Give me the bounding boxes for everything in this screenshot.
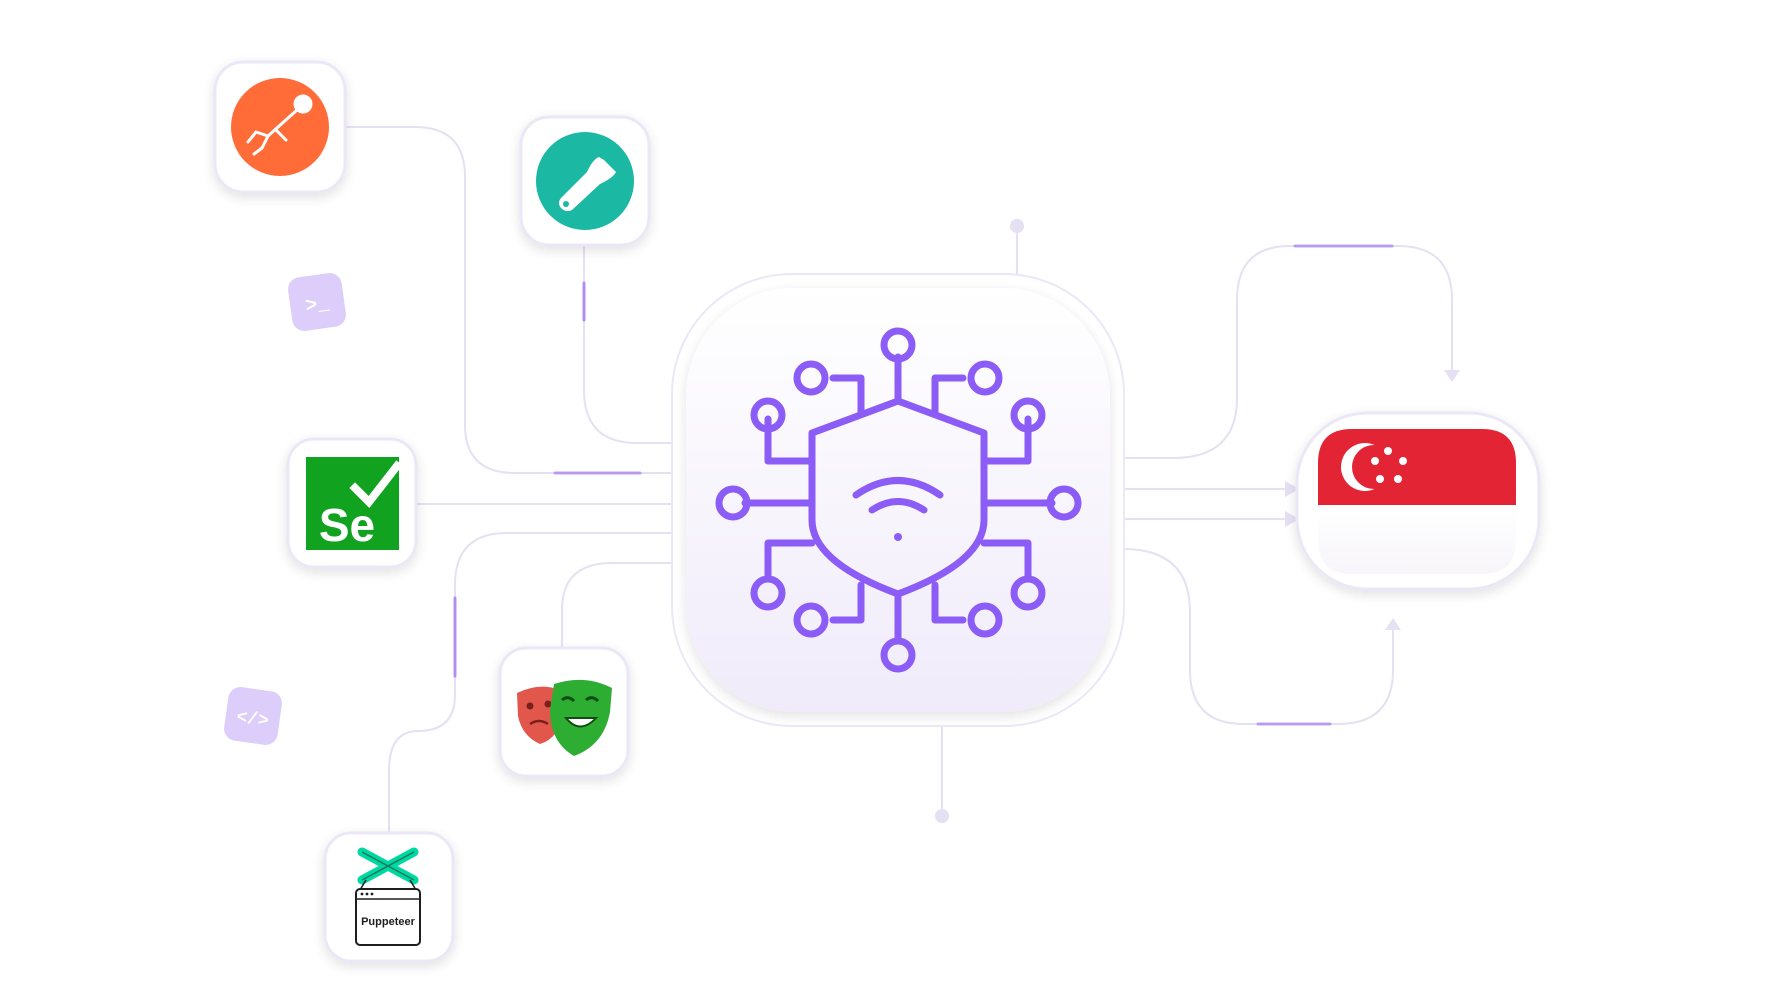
- arrowhead-flag-mid-2: [1285, 511, 1299, 527]
- selenium-icon: Se: [306, 457, 403, 551]
- brush-icon: [536, 132, 634, 230]
- connector-paw: [583, 246, 676, 444]
- arrowheads: [1285, 370, 1460, 630]
- singapore-flag-icon: [1318, 429, 1516, 574]
- puppeteer-label: Puppeteer: [361, 916, 416, 928]
- endpoint-dot-top: [1010, 219, 1024, 233]
- shield-wifi-circuit-icon: [715, 327, 1082, 673]
- terminal-icon: >_: [304, 292, 332, 318]
- arrowhead-flag-top: [1444, 370, 1460, 382]
- connector-flag-bottom: [1122, 548, 1394, 725]
- terminal-badge: >_: [288, 273, 346, 331]
- selenium-card: Se: [286, 437, 418, 569]
- hub-card: [671, 273, 1125, 727]
- postman-icon: [231, 78, 329, 176]
- arrowhead-flag-bottom: [1385, 618, 1401, 630]
- code-icon: </>: [235, 708, 270, 732]
- paw-card: [519, 115, 651, 247]
- masks-icon: [517, 679, 612, 756]
- connector-postman: [344, 126, 676, 474]
- endpoint-dot-bottom: [935, 809, 949, 823]
- selenium-label: Se: [319, 499, 375, 551]
- puppeteer-card: Puppeteer: [323, 831, 455, 963]
- postman-card: [213, 60, 347, 194]
- singapore-card: [1295, 411, 1541, 591]
- arrowhead-flag-mid-1: [1285, 481, 1299, 497]
- connector-lines: [344, 126, 1453, 834]
- connector-flag-top: [1122, 245, 1453, 459]
- connector-playwright: [561, 562, 676, 649]
- code-badge: </>: [224, 687, 282, 745]
- connector-puppeteer: [388, 532, 676, 834]
- playwright-card: [498, 646, 630, 778]
- puppeteer-icon: Puppeteer: [355, 847, 421, 946]
